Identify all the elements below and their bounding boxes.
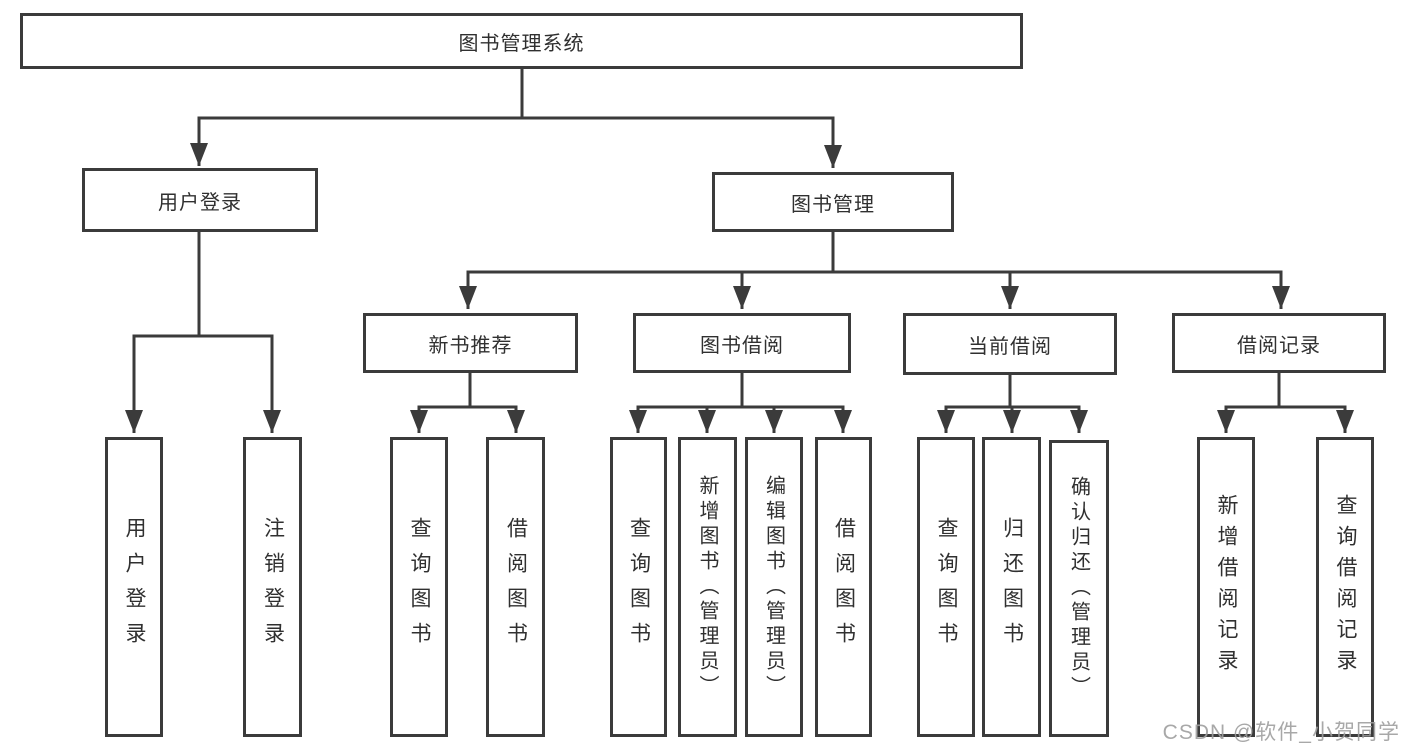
node-label: 图书借阅: [700, 334, 784, 357]
leaf-label: 归还图书: [1000, 517, 1024, 657]
node-label: 图书管理: [791, 193, 875, 216]
leaf-label: 确认归还（管理员）: [1067, 476, 1090, 701]
csdn-watermark: CSDN @软件_小贺同学: [1162, 721, 1400, 744]
leaf-add-borrow-record: 新增借阅记录: [1197, 437, 1255, 737]
node-book-management: 图书管理: [712, 172, 954, 232]
leaf-label: 查询图书: [408, 517, 431, 657]
node-label: 借阅记录: [1237, 334, 1321, 357]
node-label: 当前借阅: [968, 335, 1052, 358]
node-user-login: 用户登录: [82, 168, 318, 232]
leaf-label: 用户登录: [123, 517, 146, 657]
leaf-label: 新增图书（管理员）: [696, 474, 718, 700]
leaf-label: 查询借阅记录: [1334, 494, 1357, 680]
leaf-return-books: 归还图书: [982, 437, 1041, 737]
leaf-label: 查询图书: [627, 517, 651, 657]
leaf-confirm-return-admin: 确认归还（管理员）: [1049, 440, 1109, 737]
leaf-user-login: 用户登录: [105, 437, 163, 737]
node-current-borrowing: 当前借阅: [903, 313, 1117, 375]
node-label: 图书管理系统: [458, 32, 585, 55]
node-library-management-system: 图书管理系统: [20, 13, 1023, 69]
node-borrowing-records: 借阅记录: [1172, 313, 1386, 373]
leaf-label: 借阅图书: [832, 517, 856, 657]
node-label: 用户登录: [158, 191, 242, 214]
leaf-label: 查询图书: [935, 517, 958, 657]
node-book-borrowing: 图书借阅: [633, 313, 851, 373]
leaf-label: 注销登录: [261, 517, 285, 657]
leaf-query-books-current: 查询图书: [917, 437, 975, 737]
leaf-label: 新增借阅记录: [1215, 494, 1238, 680]
leaf-add-book-admin: 新增图书（管理员）: [678, 437, 737, 737]
leaf-edit-book-admin: 编辑图书（管理员）: [745, 437, 803, 737]
leaf-borrow-books-recommend: 借阅图书: [486, 437, 545, 737]
leaf-logout: 注销登录: [243, 437, 302, 737]
node-new-book-recommendation: 新书推荐: [363, 313, 578, 373]
leaf-label: 借阅图书: [504, 517, 528, 657]
node-label: 新书推荐: [428, 334, 513, 357]
leaf-query-books-borrowing: 查询图书: [610, 437, 667, 737]
leaf-label: 编辑图书（管理员）: [762, 474, 785, 700]
leaf-query-borrow-record: 查询借阅记录: [1316, 437, 1374, 737]
leaf-borrow-books-borrowing: 借阅图书: [815, 437, 872, 737]
leaf-query-books-recommend: 查询图书: [390, 437, 448, 737]
